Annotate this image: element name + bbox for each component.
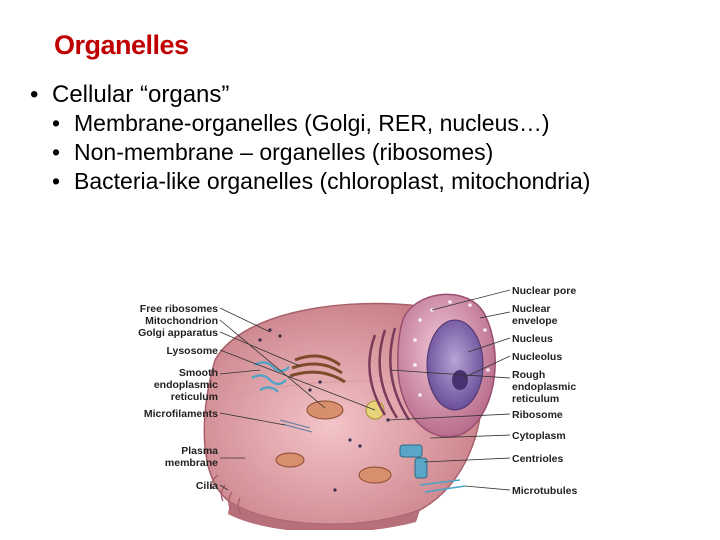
label-nuclear-envelope-line1: Nuclear — [512, 303, 551, 315]
label-nucleus: Nucleus — [512, 333, 553, 345]
bullet-list: Cellular “organs” Membrane-organelles (G… — [30, 80, 710, 196]
label-nuclear-envelope-line2: envelope — [512, 315, 558, 327]
label-free-ribosomes: Free ribosomes — [140, 303, 218, 315]
label-cilia: Cilia — [196, 480, 218, 492]
label-microfilaments: Microfilaments — [144, 408, 218, 420]
bullet-cellular-organs: Cellular “organs” — [30, 80, 710, 109]
label-smooth-er-line2: endoplasmic — [154, 379, 218, 391]
animal-cell-diagram: Free ribosomes Mitochondrion Golgi appar… — [120, 270, 600, 533]
label-plasma-membrane-line2: membrane — [165, 457, 218, 469]
slide-title: Organelles — [54, 30, 189, 60]
golgi-apparatus — [289, 354, 346, 384]
nucleus — [397, 293, 496, 438]
label-nucleolus: Nucleolus — [512, 351, 562, 363]
label-centrioles: Centrioles — [512, 453, 564, 465]
cell-illustration: Free ribosomes Mitochondrion Golgi appar… — [138, 285, 577, 533]
label-microtubules: Microtubules — [512, 485, 577, 497]
label-smooth-er-line3: reticulum — [171, 391, 218, 403]
leader-lines — [219, 289, 511, 491]
label-rough-er-line2: endoplasmic — [512, 381, 576, 393]
centrioles — [399, 444, 428, 479]
label-nuclear-pore: Nuclear pore — [512, 285, 576, 297]
bullet-non-membrane-organelles: Non-membrane – organelles (ribosomes) — [30, 138, 710, 167]
cilia — [210, 474, 242, 515]
label-cytoplasm: Cytoplasm — [512, 430, 566, 442]
label-mitochondrion: Mitochondrion — [145, 315, 218, 327]
rough-er — [368, 327, 411, 421]
label-ribosome: Ribosome — [512, 409, 563, 421]
label-rough-er-line3: reticulum — [512, 393, 559, 405]
bullet-membrane-organelles: Membrane-organelles (Golgi, RER, nucleus… — [30, 109, 710, 138]
smooth-er — [251, 361, 290, 393]
ribosomes — [258, 328, 390, 492]
bullet-bacteria-like-organelles: Bacteria-like organelles (chloroplast, m… — [30, 167, 634, 196]
label-smooth-er-line1: Smooth — [179, 367, 218, 379]
mitochondria — [275, 400, 392, 484]
microfilaments — [279, 419, 313, 433]
label-rough-er-line1: Rough — [512, 369, 545, 381]
label-lysosome: Lysosome — [166, 345, 218, 357]
microtubules — [419, 479, 466, 493]
label-plasma-membrane-line1: Plasma — [181, 445, 218, 457]
label-golgi-apparatus: Golgi apparatus — [138, 327, 218, 339]
